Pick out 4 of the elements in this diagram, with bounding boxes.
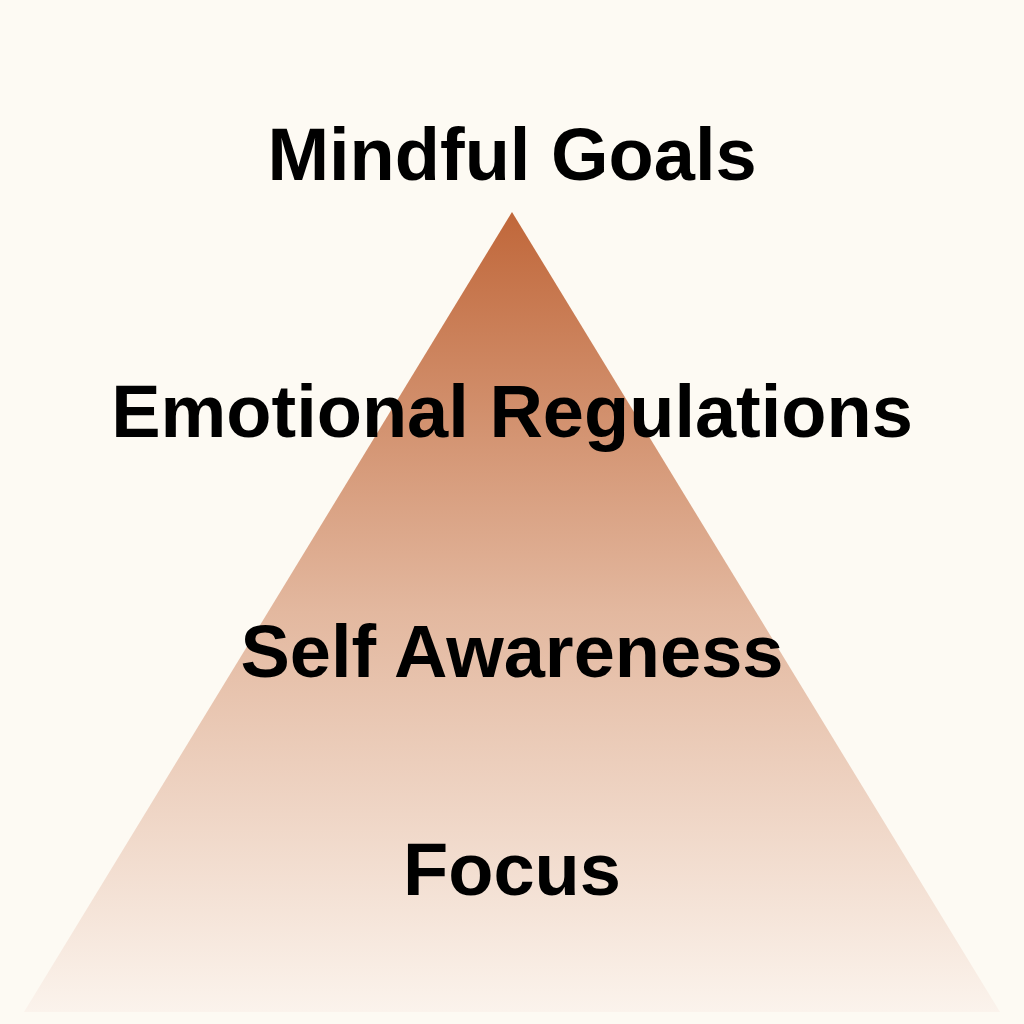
- pyramid-level-label: Focus: [403, 827, 621, 913]
- pyramid-level-label: Self Awareness: [240, 609, 784, 695]
- pyramid-level-label: Emotional Regulations: [111, 369, 913, 455]
- pyramid-level-label: Mindful Goals: [267, 112, 757, 198]
